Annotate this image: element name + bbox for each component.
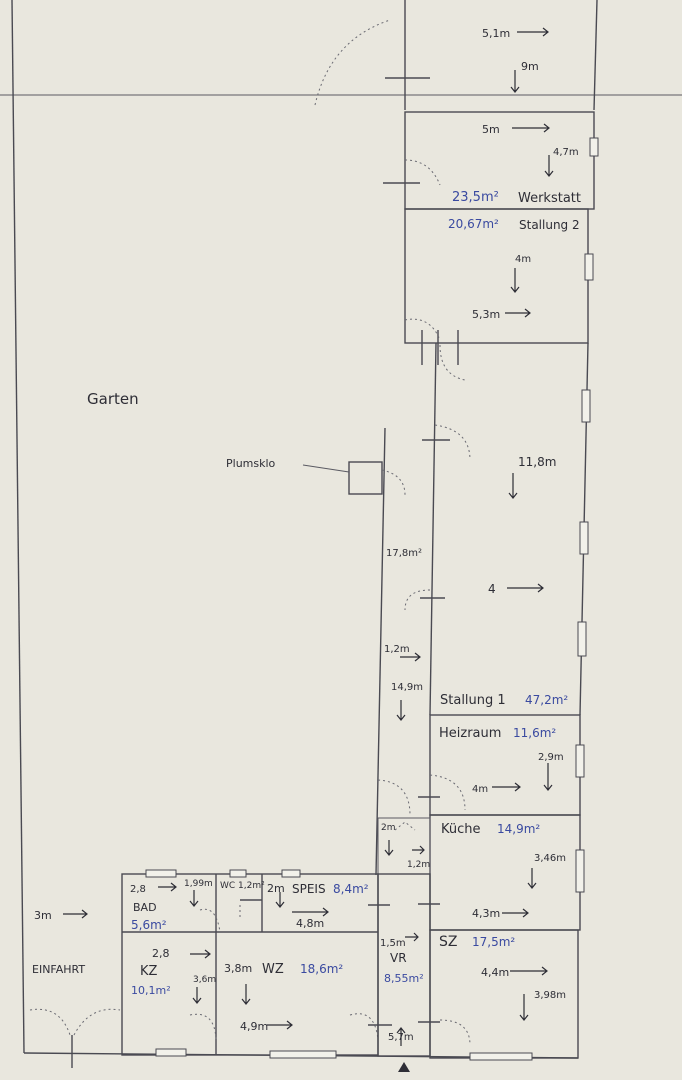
gang-width: 1,2m [384, 644, 410, 655]
wz-area: 18,6m² [300, 962, 343, 976]
heizraum-name: Heizraum [439, 726, 501, 741]
einfahrt-area [29, 1008, 410, 1072]
wz-height: 3,8m [224, 962, 252, 975]
gang-area: 17,8m² [386, 548, 422, 559]
bad-area: 5,6m² [131, 918, 167, 932]
kz-height: 3,6m [193, 975, 216, 985]
stallung1-width: 4 [488, 582, 496, 596]
kz-area: 10,1m² [131, 984, 171, 997]
kz-name: KZ [140, 964, 158, 979]
heizraum-height: 2,9m [538, 752, 564, 763]
gang-corridor [302, 427, 406, 876]
vr-room [349, 873, 431, 1057]
kz-width: 2,8 [152, 947, 170, 960]
werkstatt-height: 4,7m [553, 147, 579, 158]
property-boundary [11, 0, 598, 1059]
werkstatt-name: Werkstatt [518, 191, 581, 206]
top-area-walls [314, 0, 430, 110]
small-room-width: 1,2m [407, 860, 430, 870]
vr-area: 8,55m² [384, 972, 424, 985]
bad-name: BAD [133, 901, 157, 914]
stallung1-area: 47,2m² [525, 693, 568, 707]
stallung1-height: 11,8m [518, 455, 556, 469]
speis-area: 8,4m² [333, 882, 369, 896]
top-width-dimension: 5,1m [482, 27, 510, 40]
werkstatt-width: 5m [482, 123, 500, 136]
wz-name: WZ [262, 962, 284, 977]
heizraum-width: 4m [472, 784, 488, 795]
stallung2-width: 5,3m [472, 308, 500, 321]
sz-area: 17,5m² [472, 935, 515, 949]
kueche-height: 3,46m [534, 853, 566, 864]
kueche-area: 14,9m² [497, 822, 540, 836]
vr-name: VR [390, 951, 407, 965]
wc-label: WC 1,2m² [220, 881, 265, 891]
einfahrt-label: EINFAHRT [32, 963, 85, 976]
left-block-walls [121, 869, 390, 1059]
kueche-width: 4,3m [472, 907, 500, 920]
stallung2-area: 20,67m² [448, 217, 499, 231]
vr-height: 5,7m [388, 1032, 414, 1043]
dimension-arrows [63, 27, 554, 1046]
plumsklo-label: Plumsklo [226, 457, 276, 470]
bad-width: 2,8 [130, 884, 146, 895]
stallung1-name: Stallung 1 [440, 693, 506, 708]
speis-width: 2m [267, 882, 285, 895]
sz-height: 3,98m [534, 990, 566, 1001]
vr-width: 1,5m [380, 938, 406, 949]
stallung2-height: 4m [515, 254, 531, 265]
stallung2-room [404, 208, 594, 381]
sz-name: SZ [439, 934, 457, 950]
top-height-dimension: 9m [521, 60, 539, 73]
speis-name: SPEIS [292, 882, 326, 896]
speis-height: 4,8m [296, 917, 324, 930]
sz-width: 4,4m [481, 966, 509, 979]
gang-height: 14,9m [391, 682, 423, 693]
garten-label: Garten [87, 390, 139, 408]
werkstatt-area: 23,5m² [452, 190, 499, 205]
heizraum-area: 11,6m² [513, 726, 556, 740]
small-room-height: 2m [381, 823, 396, 833]
wz-width: 4,9m [240, 1020, 268, 1033]
stallung1-room [404, 342, 591, 716]
kueche-name: Küche [441, 822, 481, 837]
bad-height: 1,99m [184, 879, 213, 889]
stallung2-name: Stallung 2 [519, 218, 580, 232]
einfahrt-dimension: 3m [34, 909, 52, 922]
